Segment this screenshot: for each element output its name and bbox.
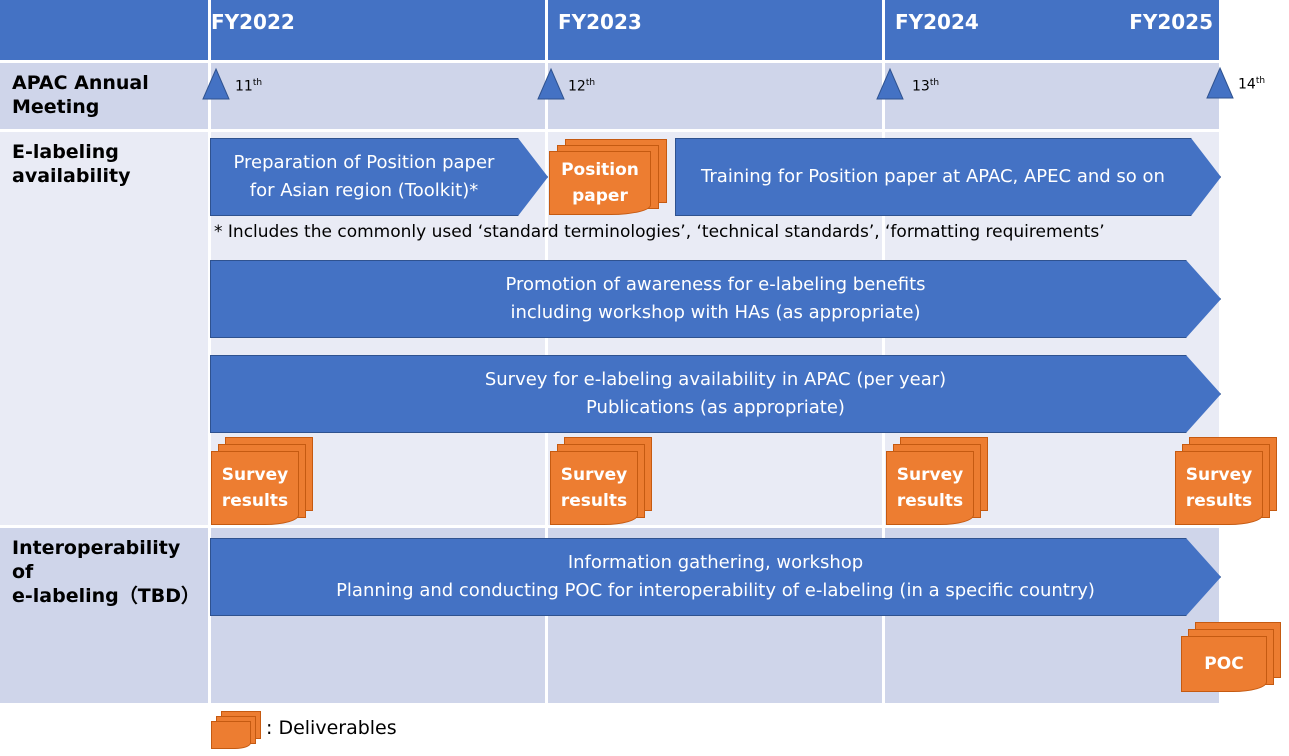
header-fy2022: FY2022: [211, 0, 545, 60]
meeting-marker-14-icon: [1206, 66, 1234, 99]
meeting-marker-11-icon: [202, 67, 230, 100]
meeting-label-11: 11th: [235, 78, 263, 95]
info-gathering-arrow: Information gathering, workshop Planning…: [210, 538, 1221, 616]
position-paper-deliverable-icon: Position paper: [549, 139, 669, 215]
meeting-marker-12-icon: [537, 67, 565, 100]
survey-arrow: Survey for e-labeling availability in AP…: [210, 355, 1221, 433]
year-label-fy2022: FY2022: [211, 10, 295, 34]
interop-row-label: Interoperability of e-labeling（TBD）: [12, 537, 200, 607]
header-corner: [0, 0, 208, 60]
year-label-fy2025: FY2025: [1129, 10, 1213, 34]
preparation-arrow: Preparation of Position paper for Asian …: [210, 138, 548, 216]
grid-line-2: [545, 0, 548, 703]
poc-deliverable-icon: POC: [1181, 622, 1283, 692]
legend-deliverable-icon: [211, 711, 263, 749]
meeting-marker-13-icon: [876, 67, 904, 100]
year-label-fy2023: FY2023: [558, 10, 642, 34]
year-label-fy2024: FY2024: [895, 10, 979, 34]
promotion-arrow: Promotion of awareness for e-labeling be…: [210, 260, 1221, 338]
position-paper-label-1: Position: [561, 160, 639, 180]
header-fy2024: FY2024 FY2025: [885, 0, 1219, 60]
grid-line-3: [882, 0, 885, 703]
grid-line-1: [208, 0, 211, 703]
survey-results-deliverable-4-icon: Survey results: [1175, 437, 1279, 525]
training-arrow: Training for Position paper at APAC, APE…: [675, 138, 1221, 216]
meeting-label-13: 13th: [912, 78, 940, 95]
meeting-label-12: 12th: [568, 78, 596, 95]
footnote-text: * Includes the commonly used ‘standard t…: [214, 222, 1105, 242]
meeting-row: [0, 63, 1219, 129]
position-paper-label-2: paper: [572, 186, 628, 206]
legend-label: : Deliverables: [266, 717, 397, 739]
header-fy2023: FY2023: [548, 0, 882, 60]
survey-results-deliverable-3-icon: Survey results: [886, 437, 990, 525]
meeting-label-14: 14th: [1238, 76, 1266, 93]
survey-results-deliverable-2-icon: Survey results: [550, 437, 654, 525]
availability-row-label: E-labeling availability: [12, 141, 131, 187]
survey-results-deliverable-1-icon: Survey results: [211, 437, 315, 525]
meeting-row-label: APAC Annual Meeting: [12, 72, 149, 118]
